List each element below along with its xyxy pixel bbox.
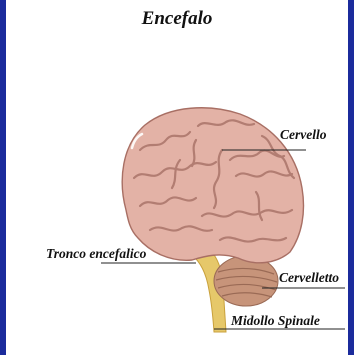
- label-cervello: Cervello: [280, 127, 327, 143]
- cerebrum: [122, 108, 303, 263]
- label-midollo-spinale: Midollo Spinale: [231, 313, 320, 329]
- cerebellum: [214, 256, 278, 306]
- label-cervelletto: Cervelletto: [279, 270, 339, 286]
- label-tronco-encefalico: Tronco encefalico: [46, 246, 146, 262]
